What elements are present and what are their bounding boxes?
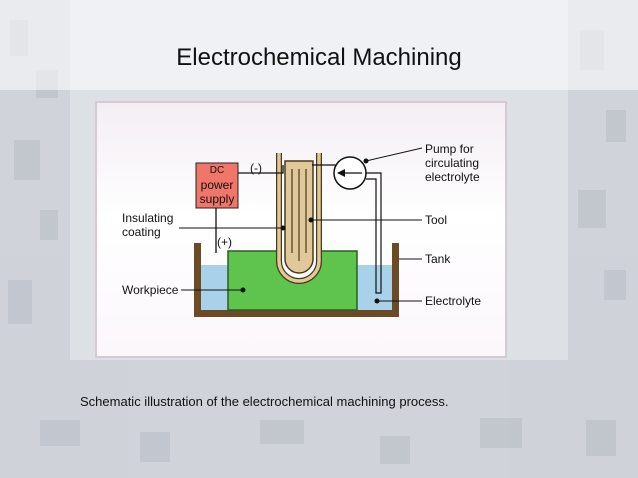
ecm-diagram-figure: DC power supply (-) (+) Pump for circula… — [95, 101, 507, 358]
dc-power-supply — [195, 162, 239, 209]
power-supply-line2: power — [200, 178, 234, 192]
pump-leader — [365, 147, 423, 162]
power-supply-line3: supply — [199, 192, 235, 206]
negative-polarity-label: (-) — [250, 161, 262, 175]
electrolyte-left — [201, 265, 230, 310]
electrolyte-label: Electrolyte — [425, 294, 482, 308]
power-supply-line1: DC — [209, 165, 225, 176]
electrolyte-right — [355, 265, 392, 310]
pump-label-line1: Pump for — [425, 142, 474, 156]
pump-label: Pump for circulating electrolyte — [425, 142, 480, 184]
return-pipe — [366, 172, 382, 294]
negative-lead — [238, 165, 284, 174]
positive-polarity-label: (+) — [217, 235, 232, 249]
pump-label-line2: circulating — [425, 156, 480, 170]
insulating-label-line1: Insulating — [122, 211, 174, 225]
pump-label-line3: electrolyte — [425, 170, 480, 184]
insulating-label-line2: coating — [122, 225, 161, 239]
tank-label: Tank — [425, 252, 451, 266]
workpiece-label: Workpiece — [122, 283, 179, 297]
figure-caption: Schematic illustration of the electroche… — [80, 394, 449, 409]
slide-title: Electrochemical Machining — [176, 44, 462, 71]
ecm-schematic — [179, 147, 423, 317]
power-supply-label: DC power supply — [196, 164, 238, 206]
tool-label: Tool — [425, 213, 448, 227]
insulating-coating-label: Insulating coating — [122, 211, 173, 239]
